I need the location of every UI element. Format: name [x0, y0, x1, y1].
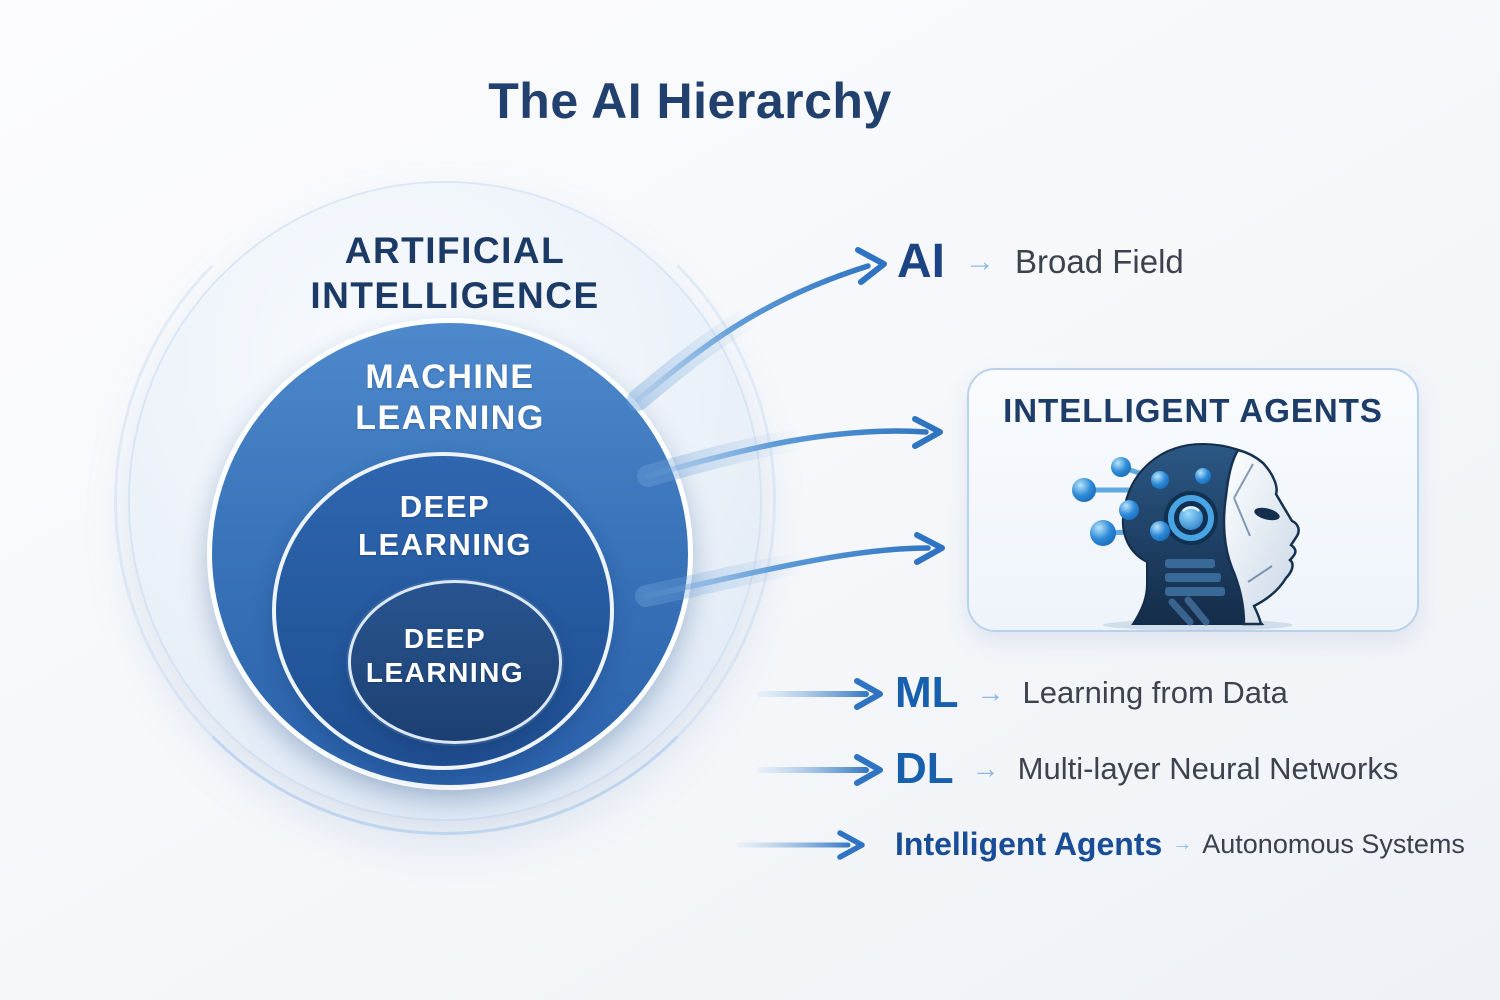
- callout-dl: DL → Multi-layer Neural Networks: [895, 744, 1398, 794]
- deep-learning-label-line1: DEEP: [399, 489, 491, 524]
- intelligent-agents-abbr: Intelligent Agents: [895, 826, 1163, 862]
- deep-learning-label-line2: LEARNING: [358, 526, 532, 562]
- robot-head-icon: [1072, 442, 1300, 631]
- callout-ai: AI → Broad Field: [897, 234, 1184, 289]
- ml-desc: Learning from Data: [1022, 675, 1288, 710]
- deep-learning-inner-label-line2: LEARNING: [365, 657, 525, 689]
- deep-learning-inner-label-line1: DEEP: [403, 623, 487, 654]
- intelligent-agents-arrow-icon: →: [1172, 833, 1193, 855]
- arrow-dl-row: [757, 754, 883, 786]
- dl-arrow-icon: →: [971, 753, 1000, 784]
- machine-learning-label-line1: MACHINE: [365, 358, 535, 396]
- dl-desc: Multi-layer Neural Networks: [1017, 751, 1399, 786]
- artificial-intelligence-label: ARTIFICIAL INTELLIGENCE: [255, 228, 655, 318]
- machine-learning-label: MACHINE LEARNING: [255, 357, 645, 440]
- callout-intelligent-agents: Intelligent Agents → Autonomous Systems: [895, 826, 1465, 863]
- ml-arrow-icon: →: [976, 677, 1005, 708]
- deep-learning-inner-circle: [348, 580, 562, 744]
- arrow-agents-row: [737, 830, 865, 860]
- intelligent-agents-card: INTELLIGENT AGENTS: [967, 368, 1419, 632]
- ai-abbr: AI: [897, 235, 945, 288]
- artificial-intelligence-label-line1: ARTIFICIAL: [344, 230, 566, 271]
- page-title: The AI Hierarchy: [488, 73, 892, 129]
- artificial-intelligence-label-line2: INTELLIGENCE: [310, 275, 600, 317]
- deep-learning-label: DEEP LEARNING: [275, 488, 615, 564]
- machine-learning-label-line2: LEARNING: [355, 399, 545, 438]
- ai-desc: Broad Field: [1015, 242, 1184, 280]
- arrow-ml-row: [757, 678, 883, 710]
- intelligent-agents-title: INTELLIGENT AGENTS: [1003, 392, 1383, 429]
- ml-abbr: ML: [895, 668, 959, 717]
- ai-arrow-icon: →: [965, 244, 995, 278]
- callout-ml: ML → Learning from Data: [895, 668, 1288, 718]
- dl-abbr: DL: [895, 744, 954, 793]
- intelligent-agents-desc: Autonomous Systems: [1202, 829, 1465, 859]
- deep-learning-inner-label: DEEP LEARNING: [285, 622, 605, 690]
